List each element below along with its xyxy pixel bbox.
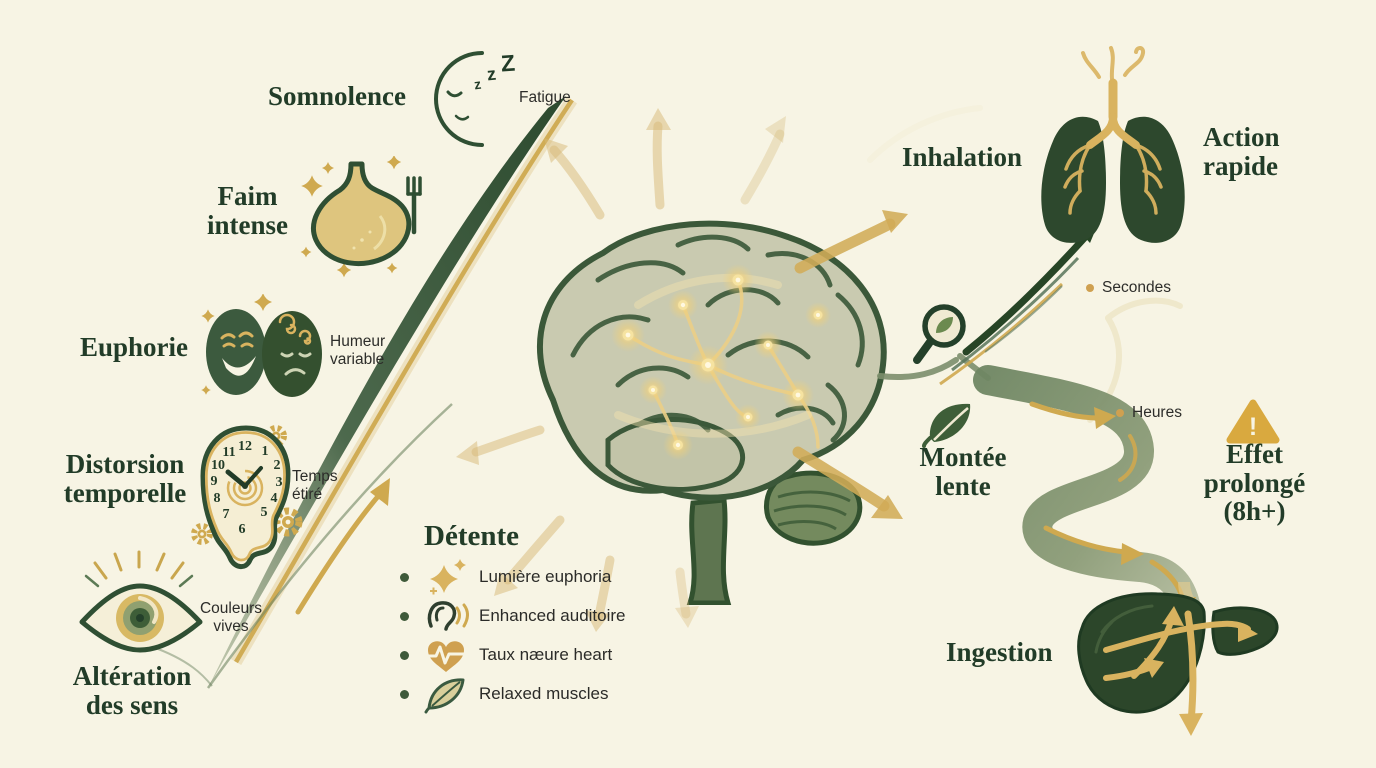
list-item-label: Taux næure heart: [479, 645, 613, 664]
happy-sad-faces-icon: [201, 294, 322, 397]
effect-somnolence-title: Somnolence: [268, 81, 406, 111]
zzz-letter: Z: [500, 49, 516, 77]
inhalation-title: Inhalation: [902, 142, 1023, 172]
leaf-icon: [423, 674, 469, 714]
strong-gold-arrows: [792, 218, 896, 512]
effect-somnolence-sub: Fatigue: [519, 89, 571, 106]
detente-title: Détente: [424, 520, 520, 552]
detente-list: Lumière euphoria Enhanced auditoire: [400, 557, 660, 720]
liver-icon: [1077, 582, 1279, 736]
heartbeat-icon: [423, 635, 469, 675]
ingestion-effect: Effet prolongé (8h+): [1203, 439, 1306, 527]
sparkle-icon: [423, 557, 469, 597]
brain-arrowheads: [456, 108, 786, 632]
bullet-dot: [400, 611, 409, 621]
list-item: Taux næure heart: [400, 638, 612, 672]
effect-alteration-title: Altération des sens: [72, 661, 192, 720]
bullet-dot: [400, 650, 409, 660]
small-leaf-icon: [922, 403, 971, 448]
effect-euphorie-title: Euphorie: [80, 332, 189, 362]
bullet-dot: [400, 689, 409, 699]
list-item-label: Relaxed muscles: [479, 684, 609, 703]
effect-euphorie-sub: Humeur variable: [330, 333, 386, 369]
time-bullet-dot: [1116, 409, 1124, 418]
list-item: Lumière euphoria: [400, 557, 612, 597]
eye-icon: [79, 550, 203, 653]
ribbon-curve: [149, 96, 577, 689]
ingestion-onset: Montée lente: [919, 442, 1007, 501]
effect-alteration-sub: Couleurs vives: [199, 600, 263, 636]
brain-radiating-arrows: [471, 121, 785, 621]
effect-distorsion-sub: Temps étiré: [292, 468, 338, 504]
lungs-icon: [1041, 46, 1185, 243]
list-item: Relaxed muscles: [400, 674, 609, 714]
gear-icon: [191, 523, 213, 545]
magnifier-leaf-icon: [913, 304, 966, 364]
stomach-icon: [300, 156, 422, 278]
ear-icon: [423, 596, 469, 636]
effect-distorsion-title: Distorsion temporelle: [63, 449, 187, 508]
sparkle-stars: [300, 156, 402, 278]
warning-icon: !: [1226, 399, 1280, 444]
time-bullet-dot: [1086, 284, 1094, 293]
list-item-label: Lumière euphoria: [479, 567, 612, 586]
inhalation-time: Secondes: [1086, 279, 1171, 297]
melting-clock-icon: 12 1 2 3 4 5 6 7 8 9 10 11: [188, 422, 303, 577]
list-item-label: Enhanced auditoire: [479, 606, 626, 625]
synapse-glow-dots: [611, 264, 831, 460]
inhalation-result: Action rapide: [1203, 122, 1280, 181]
ingestion-title: Ingestion: [946, 637, 1053, 667]
warning-exclamation: !: [1249, 413, 1257, 441]
list-item: Enhanced auditoire: [400, 599, 626, 633]
fork-icon: [406, 176, 422, 235]
moon-icon: [434, 51, 484, 147]
bullet-dot: [400, 572, 409, 582]
effect-faim-title: Faim intense: [207, 181, 288, 240]
ingestion-time: Heures: [1116, 404, 1182, 422]
brain-illustration: [537, 220, 887, 605]
